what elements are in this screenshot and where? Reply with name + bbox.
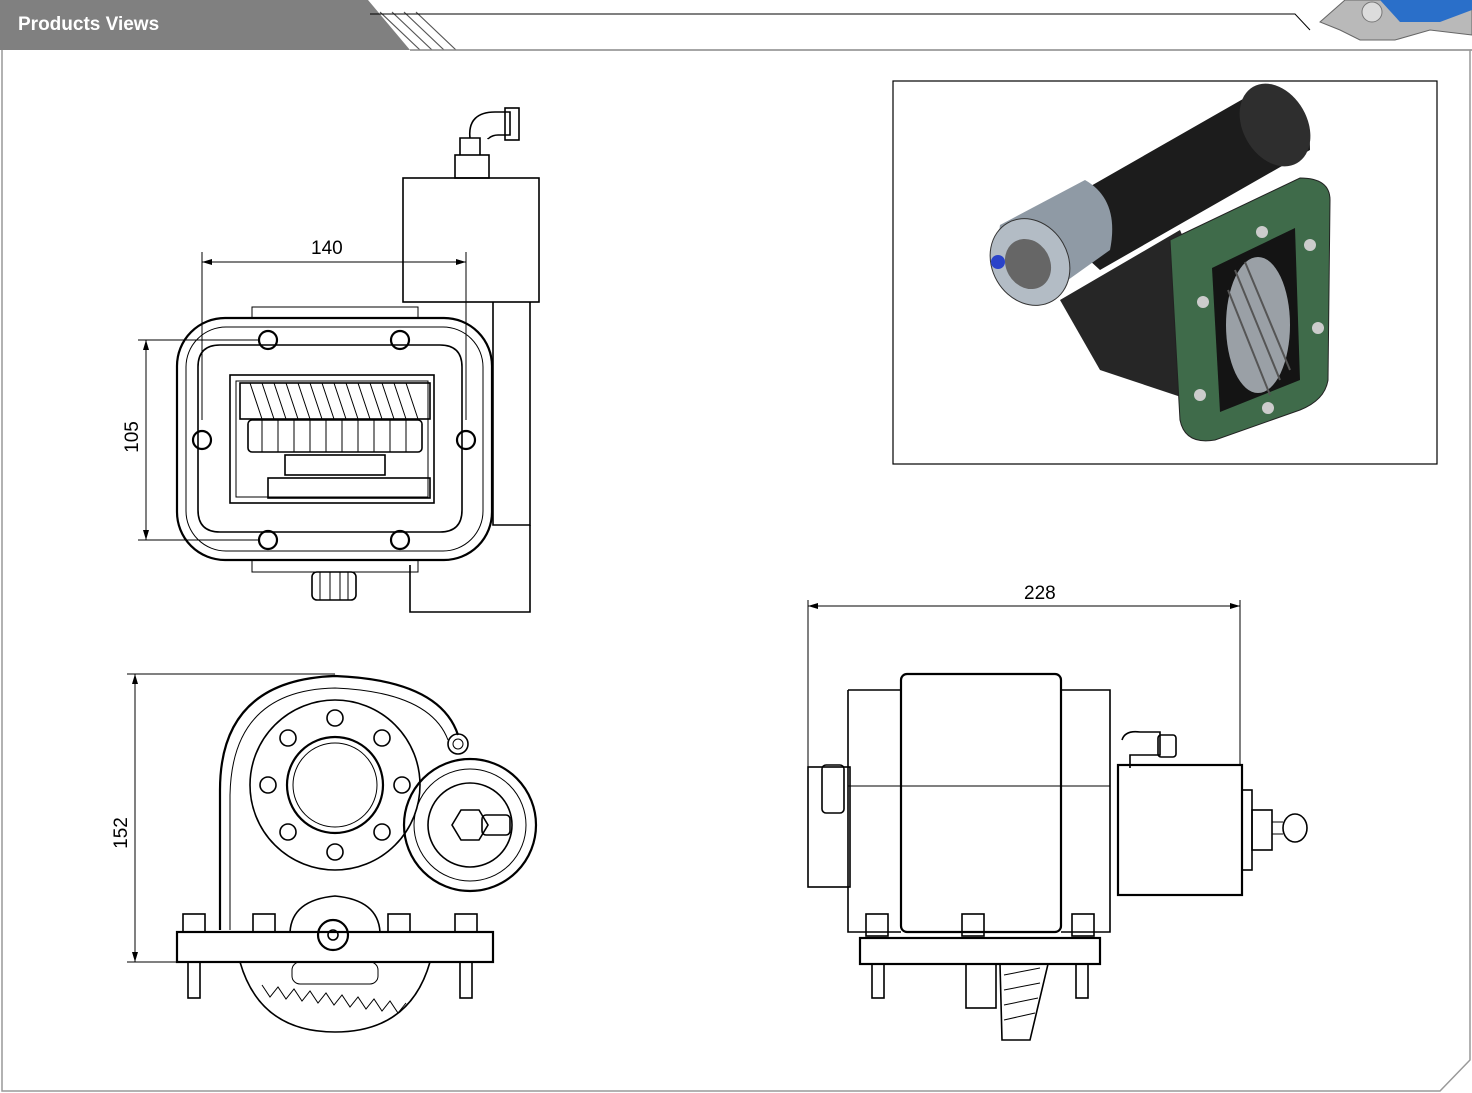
page-title: Products Views [18, 14, 160, 35]
dimension-label-228: 228 [1024, 583, 1056, 604]
render-view [892, 80, 1438, 465]
side-view [127, 673, 538, 1033]
dimension-label-152: 152 [110, 817, 132, 849]
dimension-label-140: 140 [311, 238, 343, 259]
sheet-border [1, 50, 1471, 1092]
dimension-label-105: 105 [121, 421, 143, 453]
logo-icon [1319, 0, 1472, 41]
front-view [138, 107, 540, 613]
header-tab [0, 0, 1472, 51]
top-view [807, 600, 1308, 1041]
